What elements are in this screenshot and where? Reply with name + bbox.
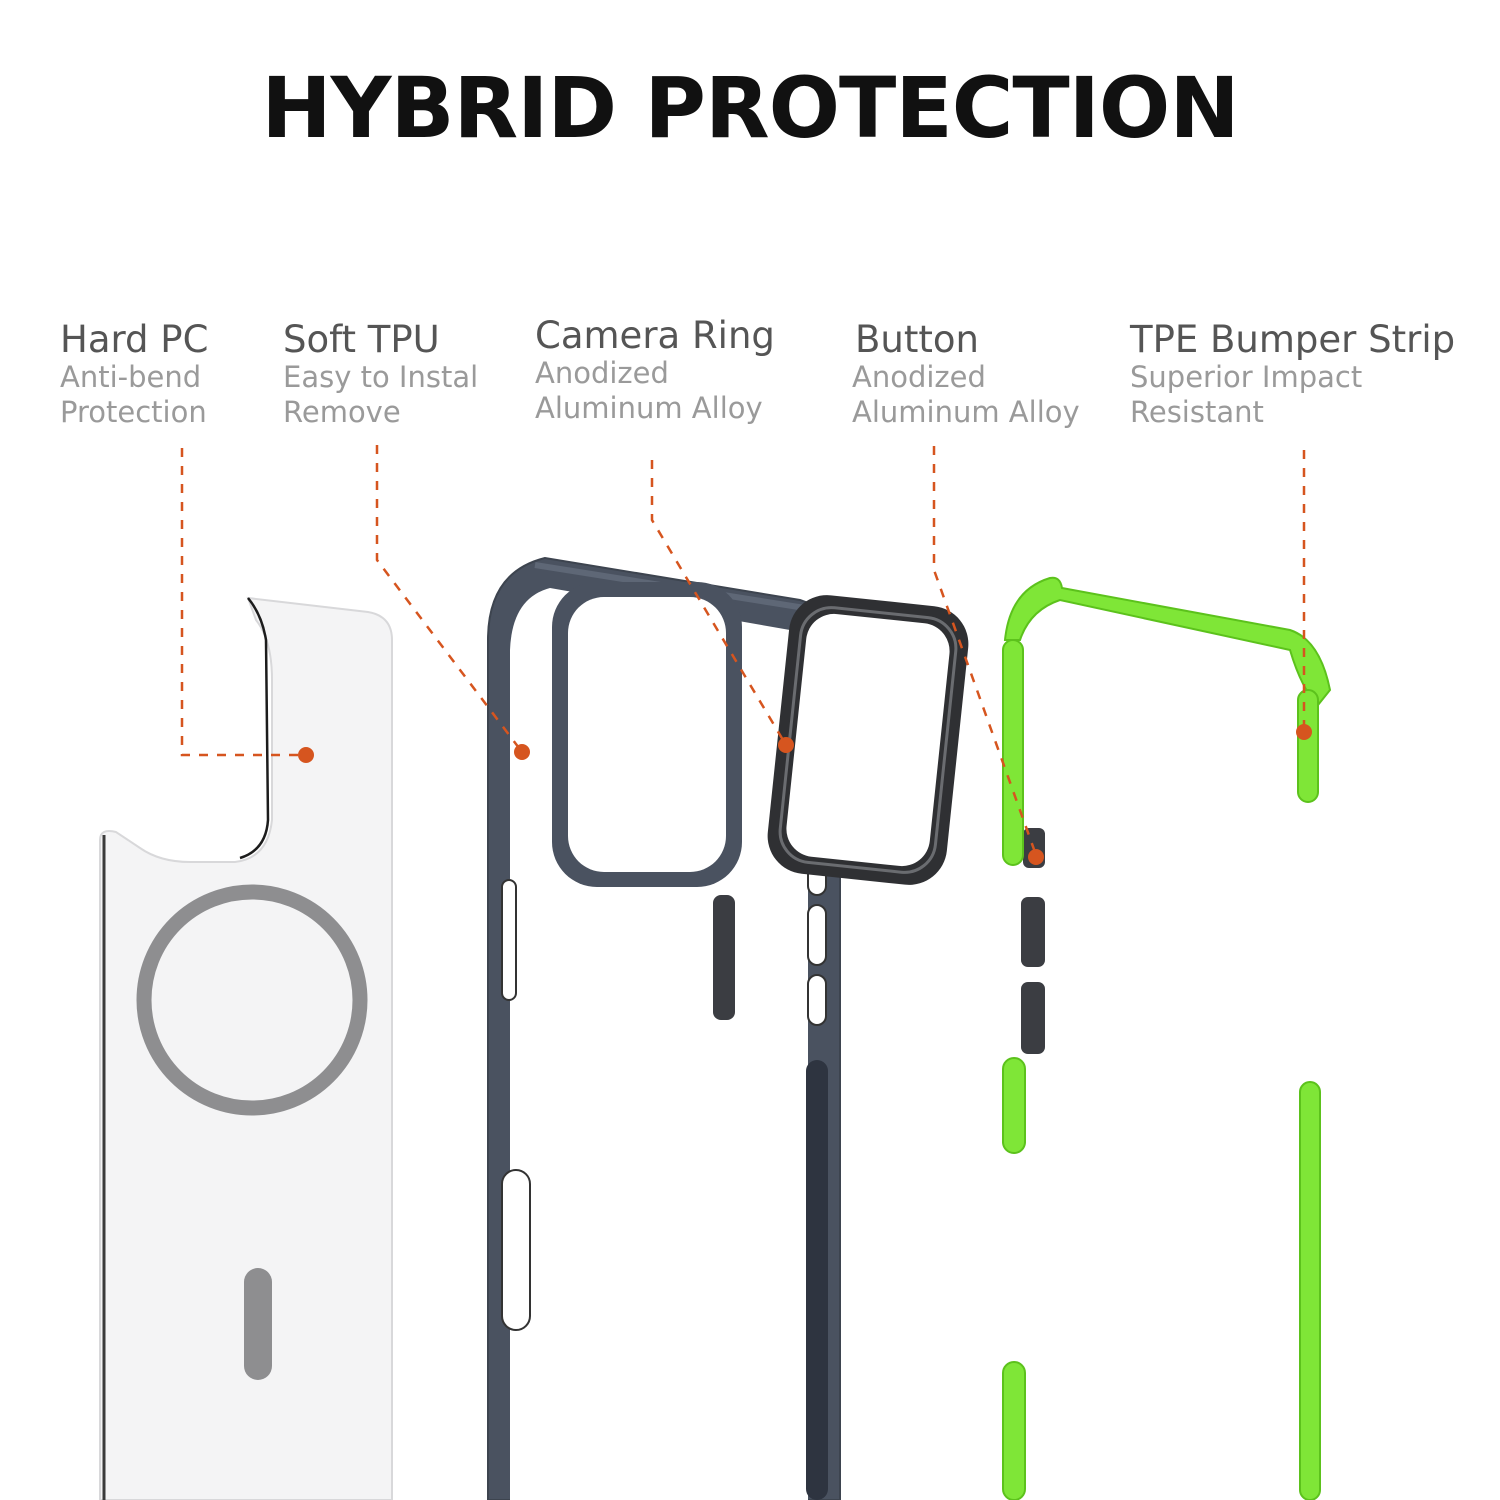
component-name: Hard PC [60, 318, 209, 361]
label-camera-ring: Camera Ring Anodized Aluminum Alloy [535, 316, 775, 426]
leader-hard-pc [180, 448, 306, 757]
magsafe-alignment-bar [244, 1268, 272, 1380]
magsafe-ring [136, 884, 368, 1116]
tpu-frame [487, 556, 841, 1500]
leader-button [932, 446, 1038, 856]
leader-dots [298, 724, 1312, 865]
label-tpe-bumper-strip: TPE Bumper Strip Superior Impact Resista… [1130, 320, 1455, 430]
label-button: Button Anodized Aluminum Alloy [852, 320, 1080, 430]
page-title: HYBRID PROTECTION [261, 59, 1239, 157]
component-desc-line1: Anodized [535, 356, 669, 390]
component-name: Soft TPU [283, 318, 440, 361]
component-desc-line1: Easy to Instal [283, 360, 479, 394]
component-name: Button [855, 318, 979, 361]
label-hard-pc: Hard PC Anti-bend Protection [60, 320, 208, 430]
component-desc-line1: Anti-bend [60, 360, 202, 394]
side-button [713, 895, 735, 1020]
component-desc-line1: Anodized [852, 360, 986, 394]
hard-pc-panel [99, 596, 393, 1500]
component-name: TPE Bumper Strip [1130, 318, 1456, 361]
component-desc-line2: Aluminum Alloy [852, 395, 1080, 429]
tpe-bumper-strip [1002, 576, 1332, 1500]
component-desc-line1: Superior Impact [1130, 360, 1363, 394]
label-soft-tpu: Soft TPU Easy to Instal Remove [283, 320, 478, 430]
leader-lines [180, 445, 1306, 856]
component-desc-line2: Resistant [1130, 395, 1264, 429]
component-name: Camera Ring [535, 314, 775, 357]
leader-soft-tpu [375, 445, 523, 753]
component-desc-line2: Remove [283, 395, 401, 429]
component-desc-line2: Protection [60, 395, 207, 429]
leader-camera-ring [650, 460, 788, 746]
camera-ring [767, 595, 969, 885]
component-desc-line2: Aluminum Alloy [535, 391, 763, 425]
